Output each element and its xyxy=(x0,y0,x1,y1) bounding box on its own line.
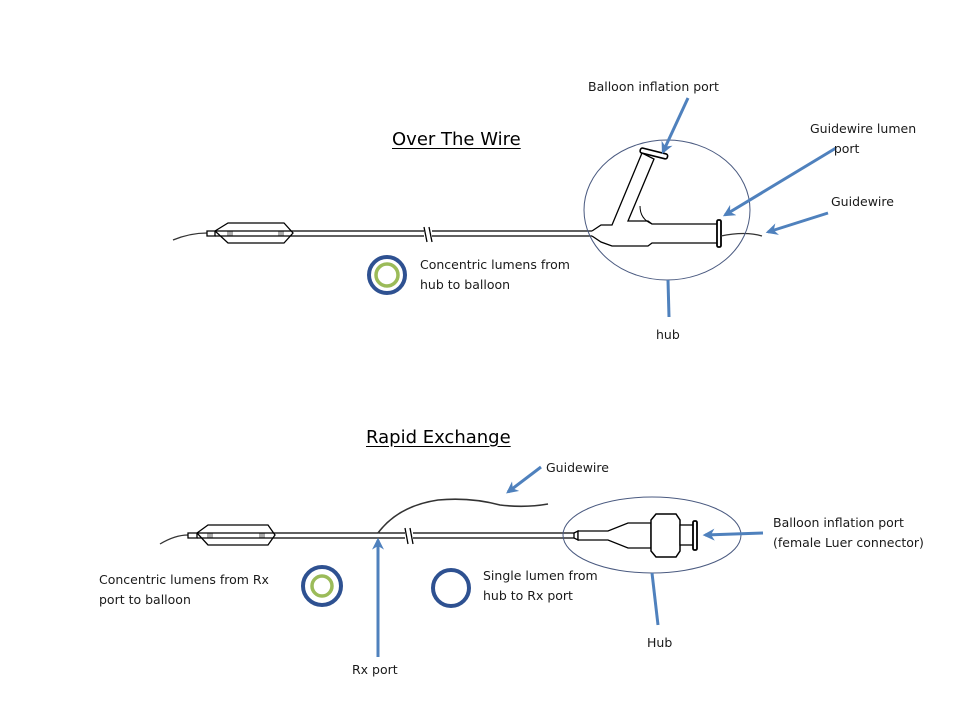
rx-title: Rapid Exchange xyxy=(366,427,511,448)
otw-label-concentric-lumens: Concentric lumens from hub to balloon xyxy=(420,257,570,292)
otw-catheter xyxy=(172,147,763,248)
otw-arrow-balloon-inflation-port xyxy=(661,97,690,155)
rx-label-balloon-inflation-port: Balloon inflation port (female Luer conn… xyxy=(773,515,924,550)
otw-balloon xyxy=(213,222,294,244)
otw-hub-leader-line xyxy=(666,279,671,318)
rx-label-hub: Hub xyxy=(647,635,673,650)
rx-distal-guidewire-tip xyxy=(159,534,189,545)
otw-label-guidewire-lumen-port: Guidewire lumen port xyxy=(810,121,917,156)
rx-arrow-guidewire xyxy=(506,465,542,494)
rx-marker-band-2 xyxy=(259,533,265,538)
otw-label-guidewire: Guidewire xyxy=(831,194,894,209)
otw-title: Over The Wire xyxy=(392,129,521,150)
rx-balloon xyxy=(196,524,276,546)
rx-single-lumen-icon xyxy=(431,568,471,608)
rx-arrows xyxy=(372,465,764,657)
otw-marker-band-1 xyxy=(227,231,233,236)
otw-balloon-inflation-port-cap xyxy=(639,147,669,160)
rx-label-single-lumen: Single lumen from hub to Rx port xyxy=(483,568,598,603)
otw-proximal-guidewire xyxy=(720,232,763,237)
rx-hub-luer-neck xyxy=(679,524,695,546)
rx-hub-tube xyxy=(577,522,652,549)
rx-catheter-tip xyxy=(187,532,198,539)
rx-label-concentric-lumens: Concentric lumens from Rx port to balloo… xyxy=(99,572,269,607)
rx-label-rx-port: Rx port xyxy=(352,662,398,677)
otw-arrow-guidewire xyxy=(765,211,829,235)
otw-catheter-tip xyxy=(206,230,216,237)
otw-label-hub: hub xyxy=(656,327,680,342)
otw-arrow-guidewire-lumen-port xyxy=(722,146,837,217)
rx-balloon-inflation-port-cap xyxy=(692,520,698,551)
rx-arrow-balloon-inflation-port xyxy=(702,528,764,541)
otw-break-mark-1 xyxy=(423,226,428,243)
rx-hub-luer-body xyxy=(650,513,681,558)
otw-break-mark-2 xyxy=(428,226,433,243)
otw-guidewire-lumen-port-cap xyxy=(716,219,722,248)
rx-guidewire xyxy=(377,498,549,534)
rx-marker-band-1 xyxy=(207,533,213,538)
otw-label-balloon-inflation-port: Balloon inflation port xyxy=(588,79,719,94)
otw-hub-body xyxy=(591,152,719,247)
rx-catheter xyxy=(159,498,698,558)
rx-concentric-lumens-icon xyxy=(301,565,343,607)
rx-break-mark-2 xyxy=(409,527,414,545)
otw-distal-guidewire-tip xyxy=(172,232,208,241)
rx-break-mark-1 xyxy=(404,527,409,545)
otw-hub-fillet xyxy=(639,205,653,225)
otw-hub-highlight-ellipse xyxy=(583,139,751,281)
otw-marker-band-2 xyxy=(278,231,284,236)
rx-label-guidewire: Guidewire xyxy=(546,460,609,475)
otw-concentric-lumens-icon xyxy=(367,255,407,295)
rx-hub-leader-line xyxy=(650,572,660,626)
otw-arrows xyxy=(661,97,837,318)
